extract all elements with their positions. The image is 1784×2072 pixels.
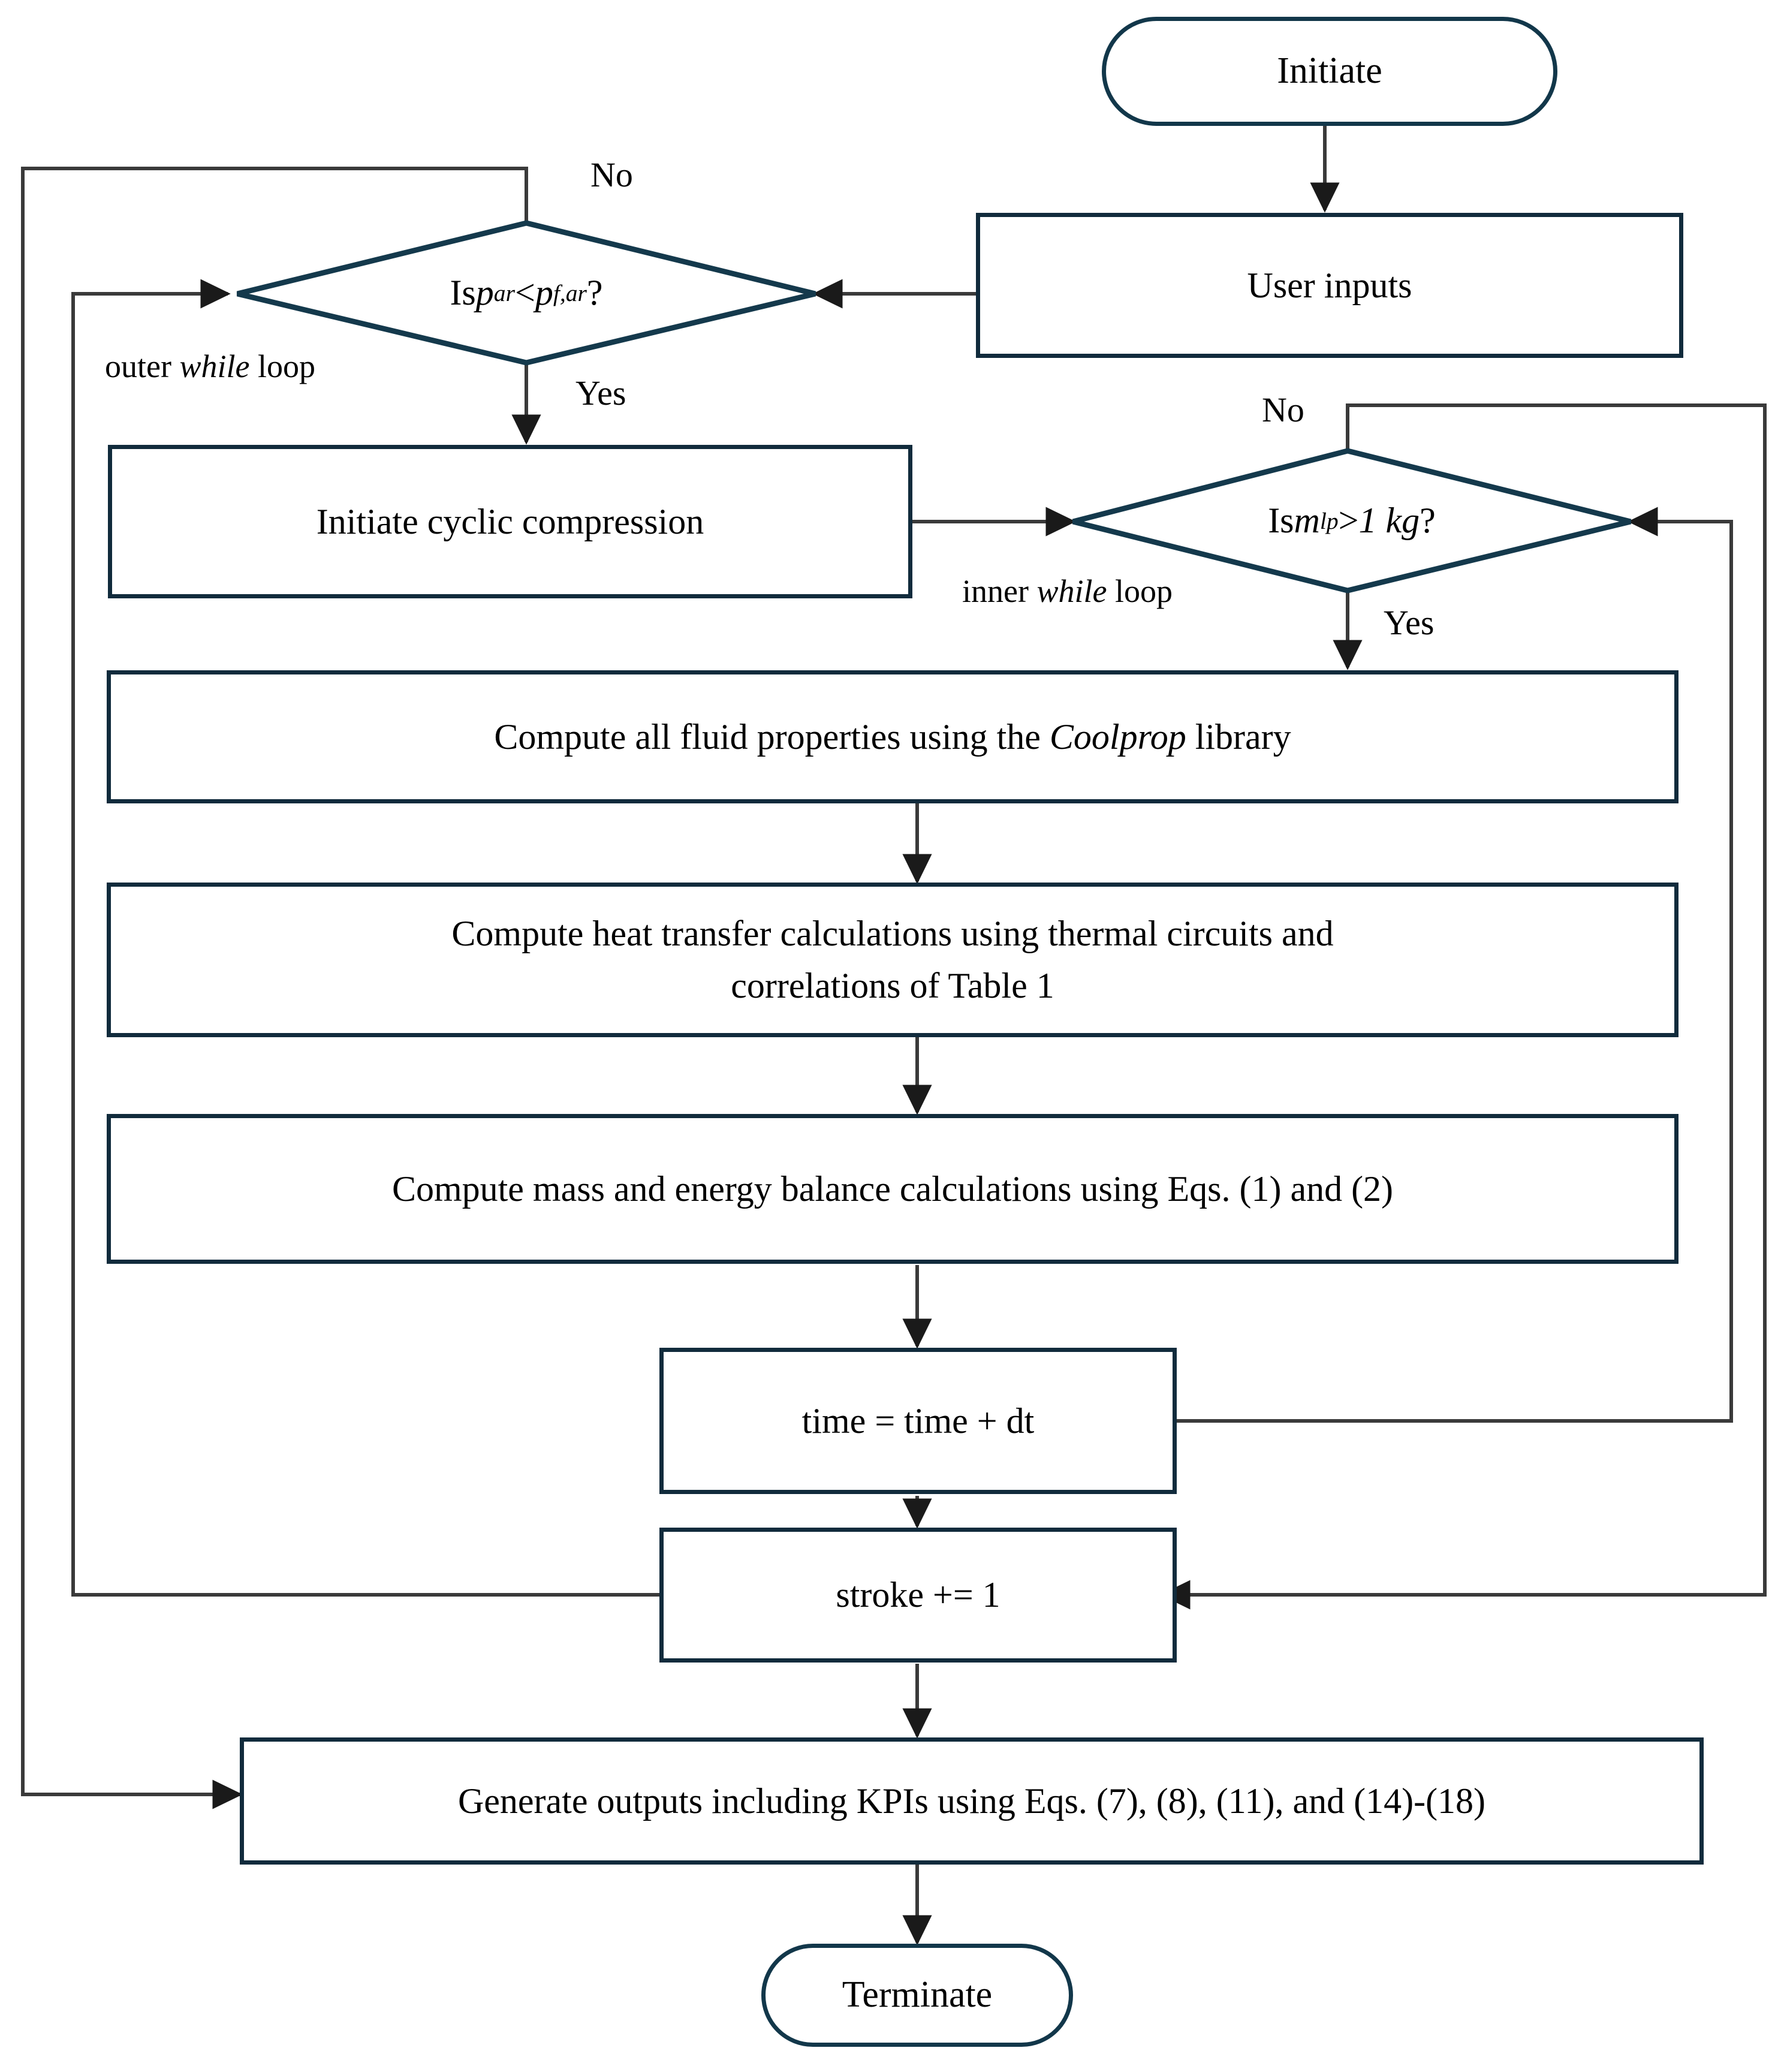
decision-outer-var2-sub: f,ar <box>553 279 587 306</box>
decision-inner-operator: > <box>1338 501 1359 540</box>
inner-loop-prefix: inner <box>962 573 1037 609</box>
node-time-step[interactable]: time = time + dt <box>659 1348 1177 1494</box>
decision-outer-var2: p <box>535 273 553 312</box>
decision-inner-prefix: Is <box>1268 501 1294 540</box>
edge-timestep-decisioninner <box>1177 507 1733 1423</box>
node-fluid-properties-label: Compute all fluid properties using the C… <box>494 711 1291 763</box>
label-inner-no: No <box>1262 390 1304 429</box>
decision-inner-var1-sub: lp <box>1319 507 1339 534</box>
edge-decisioninner-no-strokeinc <box>1160 403 1767 1610</box>
node-fluid-properties[interactable]: Compute all fluid properties using the C… <box>107 670 1678 803</box>
decision-inner-shape <box>1072 448 1632 594</box>
decision-outer-prefix: Is <box>450 273 476 312</box>
fluid-props-part2: library <box>1186 716 1291 757</box>
fluid-props-emphasis: Coolprop <box>1049 716 1186 757</box>
node-user-inputs[interactable]: User inputs <box>976 213 1683 358</box>
outer-loop-suffix: loop <box>249 348 315 384</box>
decision-inner-var1: m <box>1294 501 1320 540</box>
node-stroke-increment-label: stroke += 1 <box>836 1575 1001 1615</box>
node-mass-energy-balance[interactable]: Compute mass and energy balance calculat… <box>107 1114 1678 1264</box>
outer-loop-prefix: outer <box>105 348 180 384</box>
node-terminate-label: Terminate <box>842 1974 993 2016</box>
label-outer-no: No <box>590 155 633 194</box>
node-generate-outputs-label: Generate outputs including KPIs using Eq… <box>457 1781 1486 1821</box>
inner-loop-suffix: loop <box>1107 573 1173 609</box>
outer-loop-emphasis: while <box>179 348 250 384</box>
decision-outer-var1: p <box>475 273 494 312</box>
edge-decisionouter-no-generateoutputs <box>21 167 528 1809</box>
node-generate-outputs[interactable]: Generate outputs including KPIs using Eq… <box>240 1737 1704 1865</box>
node-initiate-cyclic-label: Initiate cyclic compression <box>316 501 704 541</box>
inner-loop-emphasis: while <box>1036 573 1107 609</box>
label-inner-while-loop: inner while loop <box>962 573 1173 610</box>
node-stroke-increment[interactable]: stroke += 1 <box>659 1528 1177 1663</box>
edge-strokeinc-decisionouter <box>71 279 659 1597</box>
node-heat-transfer-line2: correlations of Table 1 <box>731 966 1054 1005</box>
node-mass-energy-label: Compute mass and energy balance calculat… <box>391 1168 1394 1209</box>
decision-outer-shape <box>236 220 816 366</box>
node-initiate[interactable]: Initiate <box>1102 17 1557 126</box>
node-heat-transfer[interactable]: Compute heat transfer calculations using… <box>107 883 1678 1037</box>
node-heat-transfer-line1: Compute heat transfer calculations using… <box>451 914 1334 953</box>
fluid-props-part1: Compute all fluid properties using the <box>494 716 1050 757</box>
decision-outer-operator: < <box>514 273 535 312</box>
node-time-step-label: time = time + dt <box>801 1401 1035 1441</box>
node-terminate[interactable]: Terminate <box>761 1944 1073 2047</box>
node-initiate-cyclic-compression[interactable]: Initiate cyclic compression <box>108 445 912 598</box>
decision-inner-suffix: ? <box>1420 501 1436 540</box>
node-initiate-label: Initiate <box>1277 50 1382 92</box>
decision-outer-suffix: ? <box>586 273 603 312</box>
label-inner-yes: Yes <box>1384 603 1435 642</box>
decision-inner-value: 1 kg <box>1358 501 1420 540</box>
label-outer-while-loop: outer while loop <box>105 348 315 385</box>
label-outer-yes: Yes <box>575 374 626 412</box>
decision-outer-var1-sub: ar <box>493 279 515 306</box>
node-user-inputs-label: User inputs <box>1247 265 1412 305</box>
